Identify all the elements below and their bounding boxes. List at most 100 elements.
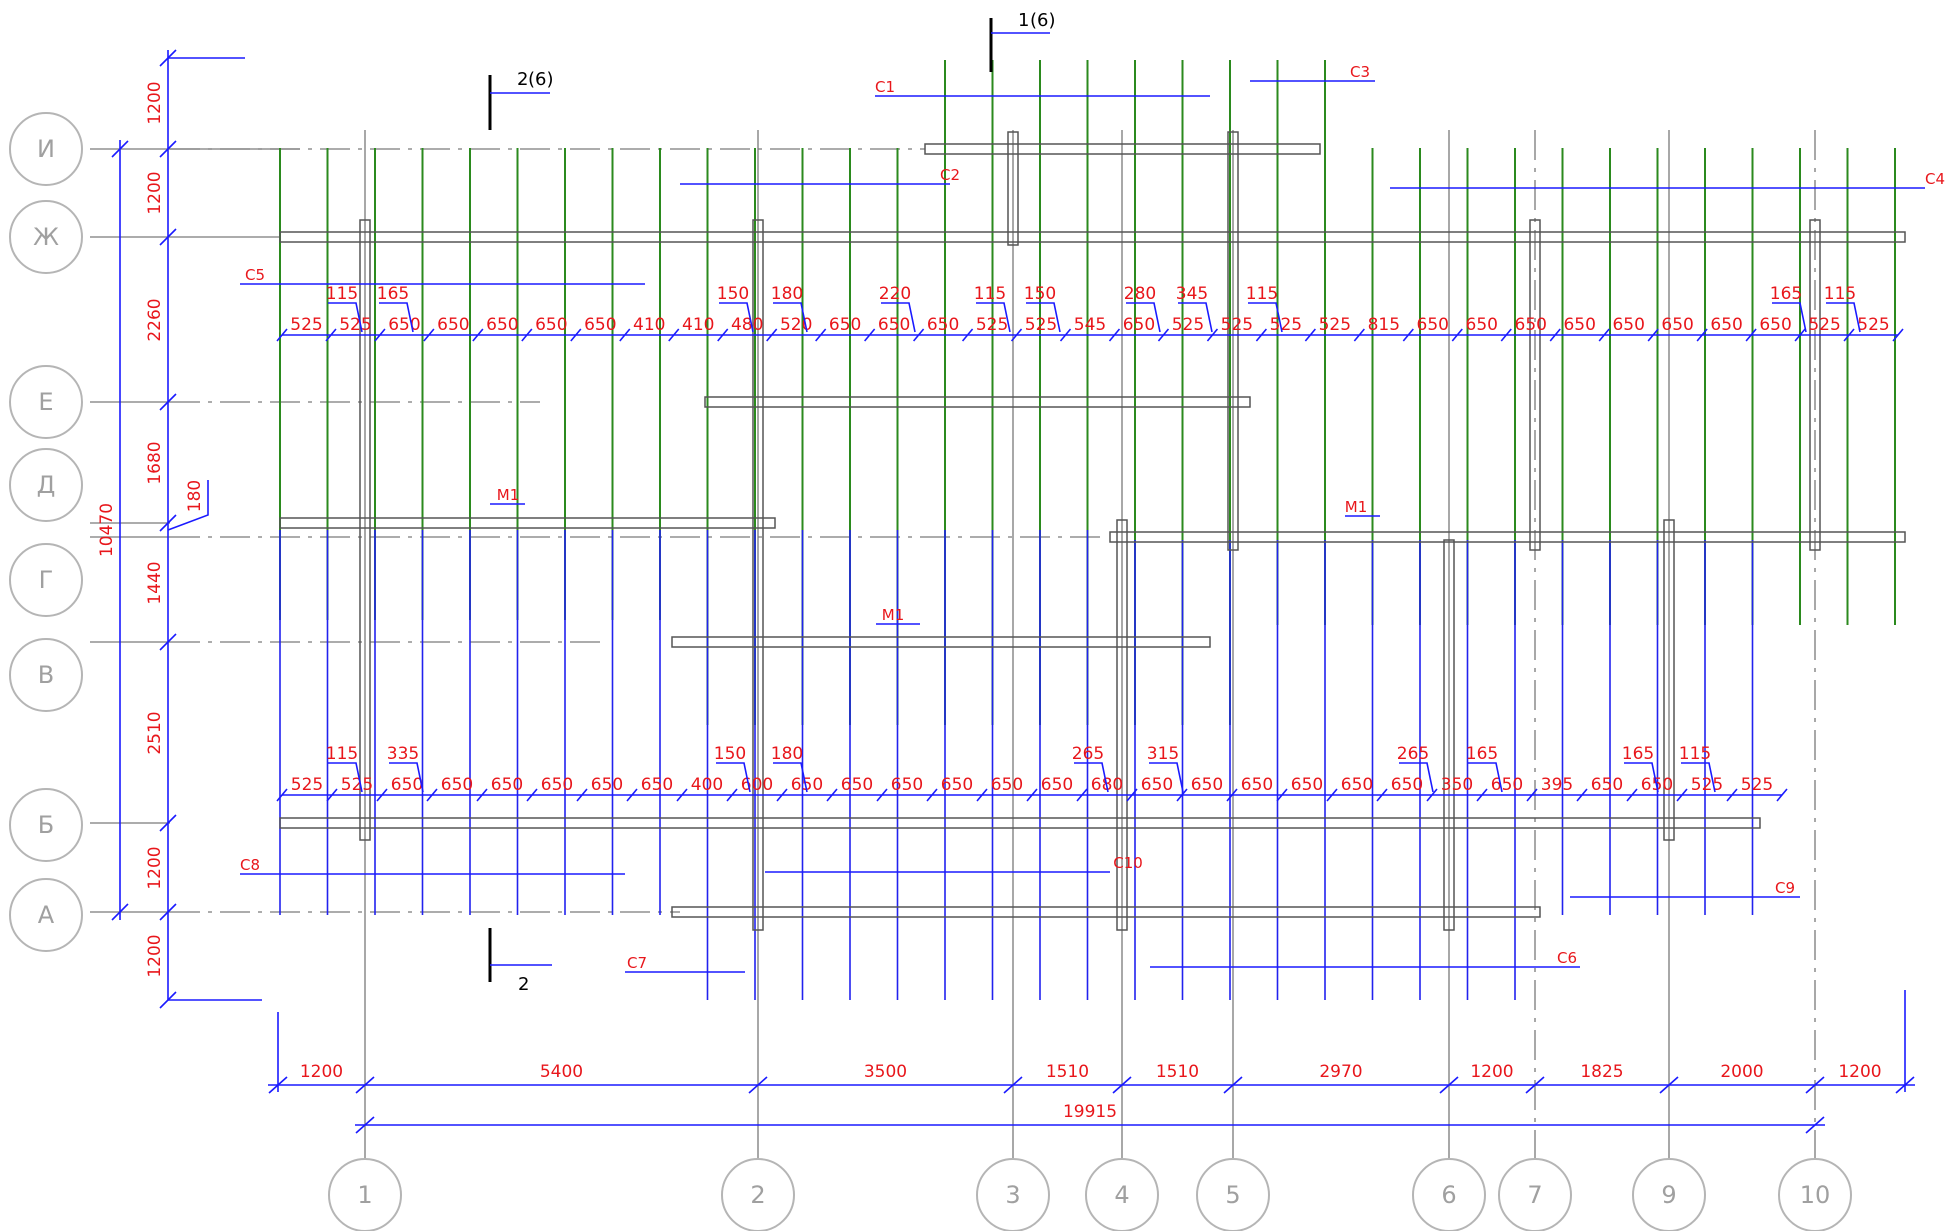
mesh-mark-label: С8 — [240, 856, 260, 874]
col-dimension-value: 1200 — [1470, 1062, 1513, 1082]
spacing-callout-value: 115 — [326, 284, 358, 304]
row-dim-tick — [159, 49, 177, 67]
spacing-tick — [1776, 788, 1788, 802]
spacing-callout-leader — [328, 302, 363, 333]
row-axis-bubble — [9, 638, 83, 712]
column-axis-label: 2 — [750, 1181, 765, 1209]
mesh-mark-label: С5 — [245, 266, 265, 284]
rebar-spacing-value: 650 — [927, 315, 959, 335]
spacing-tick — [826, 788, 838, 802]
spacing-tick — [1745, 328, 1757, 342]
spacing-tick — [1059, 328, 1072, 342]
beam — [359, 219, 371, 841]
rebar-spacing-value: 600 — [741, 775, 773, 795]
mesh-mark-label: С10 — [1113, 854, 1143, 872]
column-axis-label: 4 — [1114, 1181, 1129, 1209]
beam — [752, 219, 764, 931]
spacing-tick — [325, 328, 337, 342]
spacing-tick — [776, 788, 788, 802]
top-rebar-layer — [279, 60, 1896, 725]
col-total-tick — [355, 1116, 375, 1134]
bottom-rebar-layer — [279, 530, 1754, 1000]
beam — [279, 817, 1761, 829]
col-dim-tick — [1223, 1076, 1243, 1094]
row-total-tick — [111, 140, 129, 158]
spacing-callout-value: 315 — [1147, 744, 1179, 764]
column-axis-bubble — [1778, 1158, 1852, 1231]
spacing-callout-leader — [881, 302, 916, 333]
spacing-tick — [374, 328, 386, 342]
row-axis-label: А — [38, 901, 55, 929]
col-dimension-value: 1510 — [1156, 1062, 1199, 1082]
spacing-callout-value: 165 — [1622, 744, 1654, 764]
rebar-spacing-value: 650 — [1710, 315, 1742, 335]
spacing-callout-leader — [1248, 302, 1283, 333]
spacing-callout-value: 265 — [1397, 744, 1429, 764]
spacing-callout-value: 265 — [1072, 744, 1104, 764]
spacing-tick — [476, 788, 488, 802]
spacing-tick — [1157, 328, 1170, 342]
rebar-spacing-value: 525 — [1270, 315, 1302, 335]
col-total-tick — [1805, 1116, 1825, 1134]
row-total-tick — [111, 903, 129, 921]
row-axis-label: И — [37, 135, 55, 163]
column-axis-label: 6 — [1441, 1181, 1456, 1209]
row-dim-tick — [159, 228, 177, 246]
col-dim-tick — [268, 1076, 288, 1094]
spacing-tick — [1794, 328, 1806, 342]
spacing-callout-leader — [976, 302, 1011, 333]
rebar-spacing-value: 650 — [1417, 315, 1449, 335]
rebar-spacing-value: 650 — [1515, 315, 1547, 335]
spacing-callout-value: 280 — [1124, 284, 1156, 304]
row-extra-leader — [167, 480, 209, 531]
rebar-spacing-value: 525 — [1857, 315, 1889, 335]
row-dimension-value: 2260 — [145, 298, 165, 341]
beam — [1227, 131, 1239, 551]
spacing-callout-value: 115 — [326, 744, 358, 764]
column-axis-label: 7 — [1527, 1181, 1542, 1209]
rebar-spacing-value: 650 — [441, 775, 473, 795]
rebar-spacing-value: 480 — [731, 315, 763, 335]
spacing-callout-leader — [1074, 762, 1109, 793]
spacing-tick — [1500, 328, 1512, 342]
rebar-spacing-value: 815 — [1368, 315, 1400, 335]
spacing-tick — [1353, 328, 1365, 342]
col-dimension-value: 2000 — [1720, 1062, 1763, 1082]
spacing-tick — [1843, 328, 1855, 342]
row-dimension-value: 1200 — [145, 846, 165, 889]
spacing-callout-value: 165 — [1466, 744, 1498, 764]
row-dim-tick — [159, 633, 177, 651]
beam — [1809, 219, 1821, 551]
rebar-spacing-value: 650 — [1041, 775, 1073, 795]
rebar-spacing-value: 400 — [691, 775, 723, 795]
spacing-callout-value: 150 — [1024, 284, 1056, 304]
row-dim-tick — [159, 514, 177, 532]
rebar-spacing-value: 410 — [682, 315, 714, 335]
column-axis-label: 5 — [1225, 1181, 1240, 1209]
row-axis-bubble — [9, 543, 83, 617]
row-axis-bubble — [9, 112, 83, 186]
spacing-tick — [376, 788, 388, 802]
row-dim-tick — [159, 814, 177, 832]
column-axis-label: 10 — [1800, 1181, 1831, 1209]
spacing-callout-value: 115 — [974, 284, 1006, 304]
spacing-callout-leader — [1026, 302, 1061, 333]
mesh-mark-label: С3 — [1350, 63, 1370, 81]
row-total-dimension: 10470 — [97, 503, 117, 557]
rebar-spacing-value: 650 — [1759, 315, 1791, 335]
spacing-callout-leader — [1149, 762, 1184, 793]
rebar-spacing-value: 650 — [486, 315, 518, 335]
col-dimension-value: 1200 — [1838, 1062, 1881, 1082]
spacing-tick — [717, 328, 729, 342]
spacing-tick — [1076, 788, 1088, 802]
rebar-spacing-value: 650 — [1141, 775, 1173, 795]
spacing-callout-value: 150 — [717, 284, 749, 304]
rebar-spacing-value: 650 — [591, 775, 623, 795]
spacing-tick — [1326, 788, 1338, 802]
row-axis-label: Д — [37, 471, 56, 499]
spacing-callout-leader — [1178, 302, 1213, 333]
column-axis-bubble — [1085, 1158, 1159, 1231]
rebar-spacing-value: 525 — [1808, 315, 1840, 335]
rebar-spacing-value: 650 — [1123, 315, 1155, 335]
mesh-mark-label: М1 — [497, 486, 520, 504]
